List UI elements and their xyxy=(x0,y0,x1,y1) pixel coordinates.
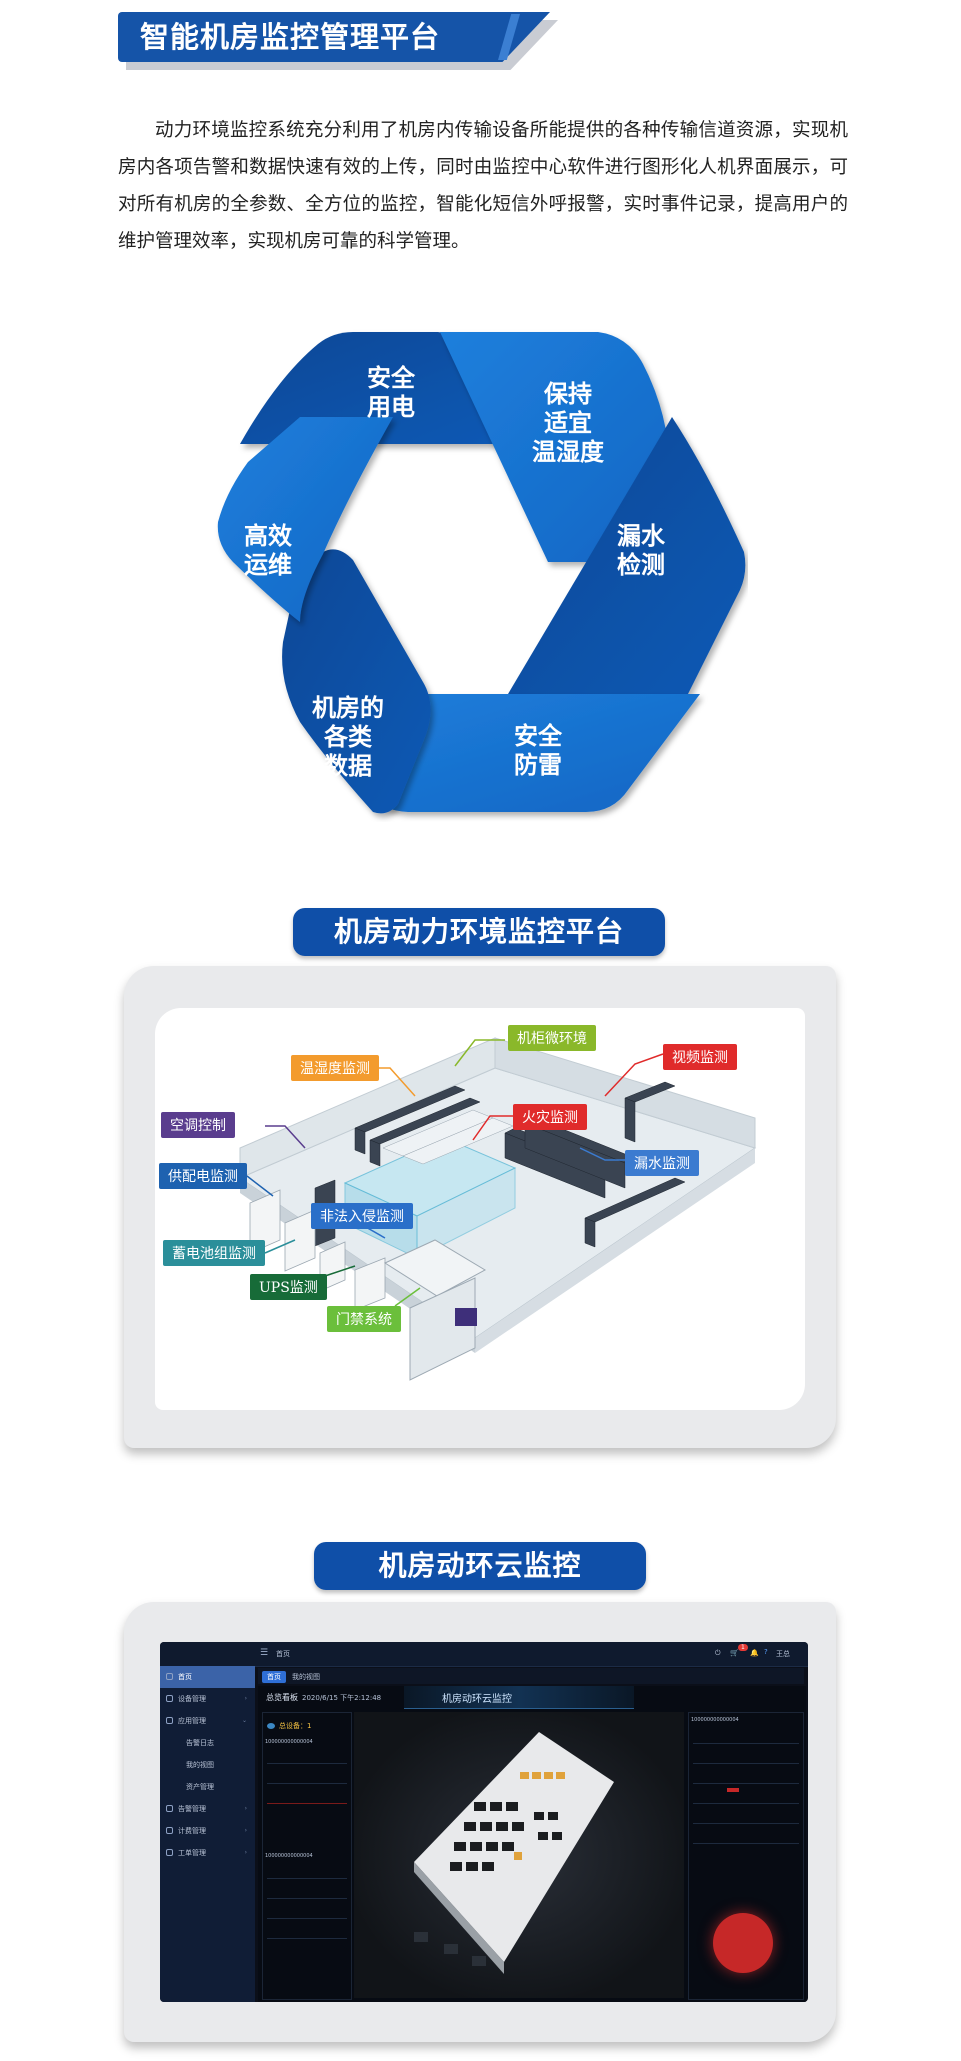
alarm-indicator-circle xyxy=(713,1913,773,1973)
right-panel: 100000000000004 xyxy=(688,1712,804,2000)
platform-illustration: 机柜微环境 视频监测 温湿度监测 火灾监测 空调控制 漏水监测 供配电监测 非法… xyxy=(155,1008,805,1410)
label-access-control: 门禁系统 xyxy=(327,1306,401,1332)
dashboard-content: 总览看板 2020/6/15 下午2:12:48 机房动环云监控 总设备：1 1… xyxy=(258,1686,806,2002)
apps-icon xyxy=(166,1717,173,1724)
power-icon[interactable]: ⏻ xyxy=(715,1649,721,1657)
cycle-diagram-shapes xyxy=(217,332,746,814)
sidebar-item-alarms[interactable]: 告警管理› xyxy=(160,1798,255,1820)
sidebar-item-alarm-log[interactable]: 告警日志 xyxy=(186,1739,214,1747)
label-cabinet-env: 机柜微环境 xyxy=(508,1025,596,1051)
label-battery: 蓄电池组监测 xyxy=(163,1240,265,1266)
help-icon[interactable]: ? xyxy=(764,1648,768,1656)
segment-label-safe-power: 安全用电 xyxy=(367,364,415,421)
device-icon xyxy=(166,1695,173,1702)
sidebar-item-home[interactable]: 首页 xyxy=(160,1666,255,1688)
callout-lines xyxy=(246,1039,664,1307)
segment-label-lightning: 安全防雷 xyxy=(514,722,562,779)
billing-icon xyxy=(166,1827,173,1834)
section-title-banner: 智能机房监控管理平台 xyxy=(118,12,558,70)
segment-safe-power xyxy=(240,332,518,444)
home-icon xyxy=(166,1673,173,1680)
segment-operations xyxy=(217,417,393,622)
tab-home[interactable]: 首页 xyxy=(262,1671,286,1683)
tab-my-views[interactable]: 我的视图 xyxy=(292,1673,320,1681)
workorder-icon xyxy=(166,1849,173,1856)
sidebar-item-device[interactable]: 设备管理› xyxy=(160,1688,255,1710)
segment-label-operations: 高效运维 xyxy=(244,522,292,579)
sidebar-item-assets[interactable]: 资产管理 xyxy=(186,1783,214,1791)
title-banner-background xyxy=(118,12,550,62)
dashboard-sidebar: 首页 设备管理› 应用管理⌄ 告警日志 我的视图 资产管理 告警管理› 计费管理… xyxy=(160,1666,255,2002)
sidebar-item-my-views[interactable]: 我的视图 xyxy=(186,1761,214,1769)
alarm-icon xyxy=(166,1805,173,1812)
room-3d-shapes xyxy=(414,1732,614,1974)
tab-bar: 首页 我的视图 xyxy=(258,1668,804,1684)
label-fire: 火灾监测 xyxy=(513,1104,587,1130)
label-air-conditioning: 空调控制 xyxy=(161,1112,235,1138)
center-title: 机房动环云监控 xyxy=(442,1694,512,1705)
section-title-platform: 机房动力环境监控平台 xyxy=(293,908,665,956)
sidebar-item-workorder[interactable]: 工单管理› xyxy=(160,1842,255,1864)
section-title-cloud: 机房动环云监控 xyxy=(314,1542,646,1590)
segment-label-data: 机房的各类数据 xyxy=(312,694,384,780)
topbar-title: 首页 xyxy=(276,1650,290,1658)
datacenter-floor-illustration xyxy=(238,1037,757,1381)
dashboard-screenshot: ☰ 首页 ⏻ 🛒 1 🔔 ? 王总 首页 我的视图 首页 设备管理› 应用管理⌄… xyxy=(160,1642,808,2002)
segment-label-temp-humidity: 保持适宜温湿度 xyxy=(532,380,604,466)
label-temp-humidity: 温湿度监测 xyxy=(291,1055,379,1081)
segment-leak-detection xyxy=(508,417,746,694)
dashboard-topbar: ☰ 首页 ⏻ 🛒 1 🔔 ? 王总 xyxy=(160,1642,808,1667)
chart-axis-label-2: 100000000000004 xyxy=(265,1853,313,1859)
label-ups: UPS监测 xyxy=(250,1274,327,1300)
cycle-diagram: 安全用电 保持适宜温湿度 漏水检测 安全防雷 机房的各类数据 高效运维 xyxy=(188,322,748,822)
device-count: 总设备：1 xyxy=(279,1722,312,1730)
page-title: 智能机房监控管理平台 xyxy=(140,20,441,54)
chart-axis-label-1: 100000000000004 xyxy=(265,1739,313,1745)
center-title-bar: 机房动环云监控 xyxy=(404,1686,634,1709)
label-power-distribution: 供配电监测 xyxy=(159,1163,247,1189)
device-status-icon xyxy=(267,1723,275,1729)
board-datetime: 2020/6/15 下午2:12:48 xyxy=(302,1694,382,1702)
left-panel: 总设备：1 100000000000004 100000000000004 xyxy=(262,1712,352,2000)
user-name[interactable]: 王总 xyxy=(776,1650,790,1658)
label-intrusion: 非法入侵监测 xyxy=(311,1203,413,1229)
label-video: 视频监测 xyxy=(663,1044,737,1070)
segment-temp-humidity xyxy=(440,332,670,562)
notification-icon[interactable]: 🔔 xyxy=(750,1649,759,1657)
menu-icon[interactable]: ☰ xyxy=(260,1648,269,1658)
room-3d-view xyxy=(354,1712,684,1998)
alarm-marker xyxy=(727,1788,739,1792)
label-leak: 漏水监测 xyxy=(625,1150,699,1176)
chart-axis-label-3: 100000000000004 xyxy=(691,1717,739,1723)
notification-badge: 1 xyxy=(738,1644,748,1651)
sidebar-item-billing[interactable]: 计费管理› xyxy=(160,1820,255,1842)
intro-paragraph: 动力环境监控系统充分利用了机房内传输设备所能提供的各种传输信道资源，实现机房内各… xyxy=(118,120,848,252)
cart-icon[interactable]: 🛒 xyxy=(730,1649,739,1657)
segment-data xyxy=(282,549,431,814)
sidebar-item-apps[interactable]: 应用管理⌄ xyxy=(160,1710,255,1732)
segment-label-leak: 漏水检测 xyxy=(617,522,665,579)
board-label: 总览看板 xyxy=(266,1693,298,1702)
